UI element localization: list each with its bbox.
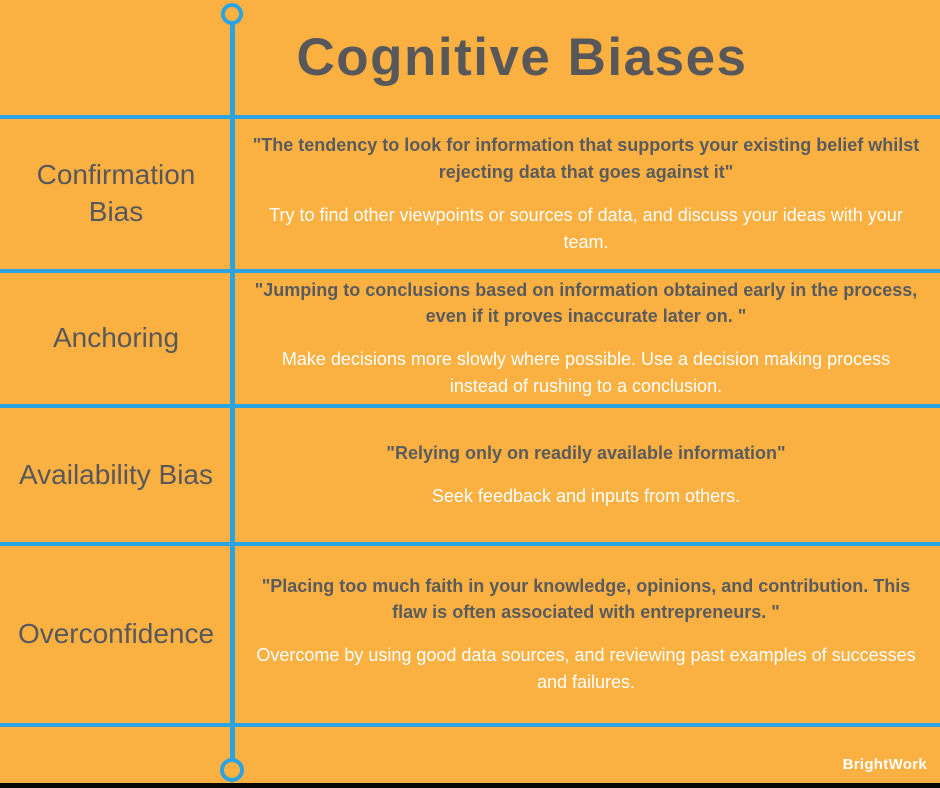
page-title: Cognitive Biases [296,28,748,87]
bias-content-availability: "Relying only on readily available infor… [232,408,940,542]
timeline-bottom-circle-icon [220,758,244,782]
bias-advice-text: Make decisions more slowly where possibl… [281,349,891,397]
bias-name-confirmation: Confirmation Bias [36,159,196,227]
bias-definition-quote: "Relying only on readily available infor… [386,442,786,463]
bias-row-confirmation: Confirmation Bias "The tendency to look … [0,119,940,273]
bias-advice-text: Try to find other viewpoints or sources … [269,204,903,252]
bias-row-overconfidence: Overconfidence "Placing too much faith i… [0,546,940,727]
bias-name-overconfidence: Overconfidence [17,618,215,650]
footer: BrightWork [0,727,940,783]
bias-content-confirmation: "The tendency to look for information th… [232,119,940,269]
bias-row-anchoring: Anchoring "Jumping to conclusions based … [0,273,940,408]
bias-advice-text: Overcome by using good data sources, and… [256,645,916,693]
bias-name-anchoring: Anchoring [52,322,180,354]
bias-definition-quote: "Placing too much faith in your knowledg… [261,575,911,622]
timeline-vertical-line [230,22,235,759]
bias-definition-quote: "The tendency to look for information th… [252,135,920,182]
bias-advice-text: Seek feedback and inputs from others. [431,486,741,507]
timeline-top-circle-icon [221,3,243,25]
header: Cognitive Biases [0,0,940,119]
brightwork-logo: BrightWork [842,756,927,773]
bias-definition-quote: "Jumping to conclusions based on informa… [254,279,918,326]
bias-content-anchoring: "Jumping to conclusions based on informa… [232,273,940,404]
bias-content-overconfidence: "Placing too much faith in your knowledg… [232,546,940,723]
bias-name-availability: Availability Bias [18,458,214,490]
bias-row-availability: Availability Bias "Relying only on readi… [0,408,940,546]
bottom-black-bar [0,783,940,788]
